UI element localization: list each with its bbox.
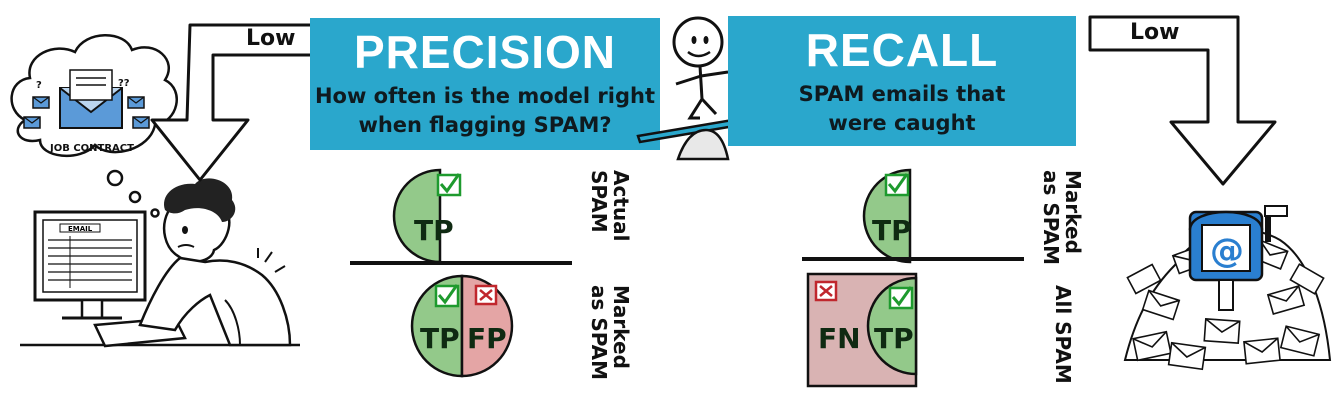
check-icon (884, 173, 910, 197)
cross-icon (474, 284, 498, 306)
recall-bottom-label-1: All SPAM (1051, 285, 1075, 384)
svg-text:??: ?? (118, 78, 130, 89)
recall-num-label: TP (872, 214, 912, 247)
recall-numerator-tp: TP (862, 168, 912, 264)
thought-bubble: ? ?? JOB CONTRACT (10, 34, 178, 218)
precision-denominator: TP FP (410, 274, 514, 378)
recall-line2: were caught (828, 111, 976, 135)
precision-bottom-label-1: Marked (609, 285, 633, 369)
mail-pile: @ (1123, 205, 1332, 371)
left-low-label: Low (246, 26, 296, 51)
recall-formula: TP FN TP (802, 168, 1024, 388)
precision-bottom-label-2: as SPAM (587, 285, 611, 380)
svg-text:?: ? (36, 80, 42, 91)
recall-top-label-1: Marked (1061, 170, 1085, 254)
job-contract-label: JOB CONTRACT (49, 143, 134, 154)
recall-den-tp: TP (874, 322, 914, 355)
precision-formula: TP TP FP (350, 168, 572, 378)
right-low-label: Low (1130, 20, 1180, 45)
precision-den-tp: TP (420, 322, 460, 355)
recall-denominator: FN TP (806, 272, 918, 388)
precision-numerator-tp: TP (392, 168, 462, 264)
email-screen-label: EMAIL (68, 225, 93, 233)
precision-top-label-1: Actual (609, 170, 633, 242)
precision-den-fp: FP (467, 322, 507, 355)
precision-line1: How often is the model right (314, 84, 656, 108)
recall-title: RECALL (805, 24, 999, 76)
recall-top-label-2: as SPAM (1039, 170, 1063, 265)
mailbox-icon: @ (1188, 205, 1288, 311)
left-scene: ? ?? JOB CONTRACT EMAIL (10, 34, 300, 348)
precision-top-label-2: SPAM (587, 170, 611, 233)
precision-banner: PRECISION How often is the model right w… (310, 18, 660, 150)
svg-text:@: @ (1210, 231, 1244, 271)
person-icon (138, 178, 292, 347)
check-icon (436, 173, 462, 197)
precision-bottom-label: Marked as SPAM (587, 285, 633, 380)
recall-top-label: Marked as SPAM (1039, 170, 1085, 265)
precision-num-label: TP (414, 214, 454, 247)
recall-den-fn: FN (818, 322, 861, 355)
precision-top-label: Actual SPAM (587, 170, 633, 242)
cross-icon (814, 280, 838, 302)
computer-icon: EMAIL (33, 210, 147, 320)
recall-banner: RECALL SPAM emails that were caught (728, 16, 1076, 146)
precision-title: PRECISION (353, 26, 617, 78)
check-icon (434, 284, 460, 308)
recall-line1: SPAM emails that (798, 82, 1006, 106)
seesaw-figure (636, 16, 772, 161)
check-icon (888, 286, 914, 310)
envelope-icon (59, 69, 123, 129)
recall-bottom-label: All SPAM (1051, 285, 1075, 384)
right-low-arrow (1088, 15, 1277, 186)
precision-line2: when flagging SPAM? (358, 113, 612, 137)
